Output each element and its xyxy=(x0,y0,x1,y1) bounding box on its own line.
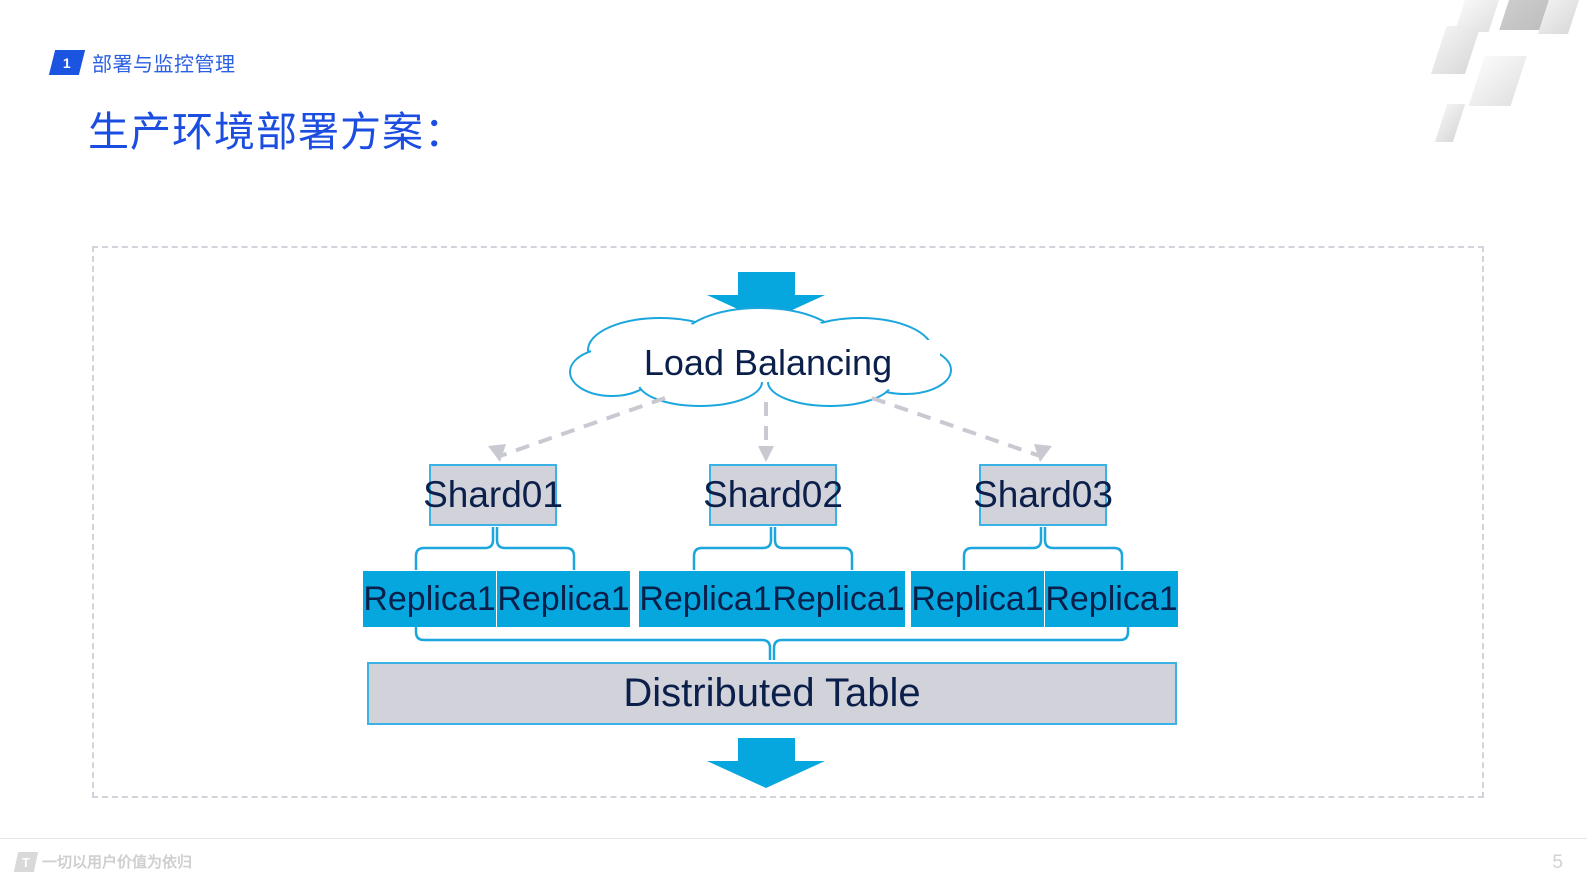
brand-logo-glyph: T xyxy=(22,854,30,869)
replica-box-1[interactable]: Replica1 xyxy=(363,571,496,627)
replica-label: Replica1 xyxy=(639,579,772,618)
section-number-badge: 1 xyxy=(48,50,86,75)
replica-label: Replica1 xyxy=(911,579,1044,618)
replica-label: Replica1 xyxy=(497,579,630,618)
distributed-table-label: Distributed Table xyxy=(623,671,921,715)
distributed-table-box[interactable]: Distributed Table xyxy=(367,662,1177,725)
replica-box-6[interactable]: Replica1 xyxy=(1045,571,1178,627)
replica-label: Replica1 xyxy=(363,579,496,618)
section-eyebrow-label: 部署与监控管理 xyxy=(92,54,236,76)
footer-brand: T 一切以用户价值为依归 xyxy=(13,851,193,872)
load-balancing-node[interactable]: Load Balancing xyxy=(578,318,958,408)
load-balancing-label: Load Balancing xyxy=(643,342,893,383)
brand-logo-icon: T xyxy=(13,851,39,872)
shard-box-02[interactable]: Shard02 xyxy=(703,464,843,526)
shard-box-01[interactable]: Shard01 xyxy=(423,464,563,526)
shard-box-03[interactable]: Shard03 xyxy=(973,464,1113,526)
section-eyebrow: 1 部署与监控管理 xyxy=(48,48,236,77)
footer-slogan: 一切以用户价值为依归 xyxy=(42,854,193,871)
shard-label: Shard02 xyxy=(703,474,843,515)
replica-box-5[interactable]: Replica1 xyxy=(911,571,1044,627)
shard-label: Shard03 xyxy=(973,474,1113,515)
replica-box-2[interactable]: Replica1 xyxy=(497,571,630,627)
section-number: 1 xyxy=(63,54,71,71)
footer-divider xyxy=(0,838,1587,839)
page-number: 5 xyxy=(1552,852,1563,873)
page-title: 生产环境部署方案： xyxy=(88,109,466,155)
replica-box-4[interactable]: Replica1 xyxy=(772,571,905,627)
replica-box-3[interactable]: Replica1 xyxy=(639,571,772,627)
diagram-container xyxy=(92,246,1484,798)
shard-label: Shard01 xyxy=(423,474,563,515)
corner-decoration xyxy=(1430,0,1581,142)
replica-label: Replica1 xyxy=(1045,579,1178,618)
replica-label: Replica1 xyxy=(772,579,905,618)
